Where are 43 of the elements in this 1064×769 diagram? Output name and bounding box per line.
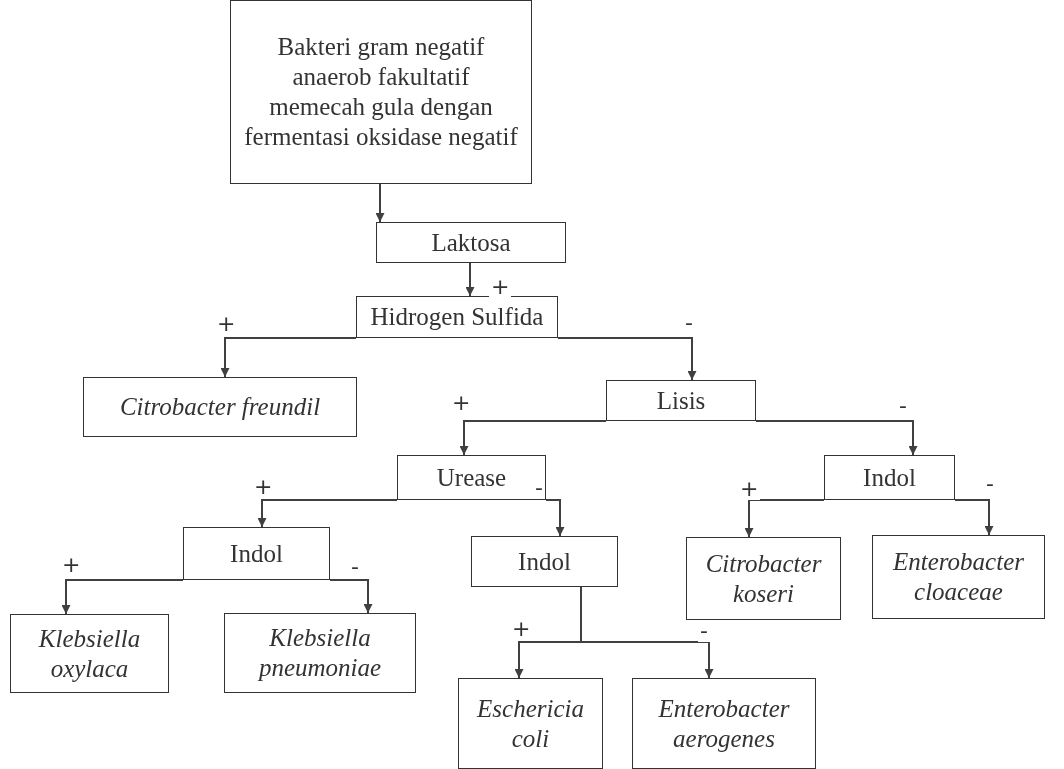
arrow: [220, 337, 357, 378]
box-text: Citrobacter koseri: [704, 548, 823, 609]
process-box: [10, 614, 169, 693]
process-box: [824, 455, 955, 500]
arrow: [954, 499, 994, 536]
box-text: Urease: [436, 462, 507, 493]
arrow: [545, 499, 565, 537]
box-text: Lisis: [656, 385, 706, 416]
process-box: [686, 537, 841, 620]
box-text: Klebsiella oxylaca: [37, 623, 142, 684]
process-box: [356, 296, 558, 338]
box-text: Eschericia coli: [475, 693, 585, 754]
box-text: Laktosa: [431, 227, 511, 258]
arrow: [329, 579, 373, 614]
box-text: Bakteri gram negatif anaerob fakultatif memecah gula dengan fermentasi oksidase negatif: [244, 32, 518, 152]
box-text: Hidrogen Sulfida: [370, 302, 544, 332]
box-text: Klebsiella pneumoniae: [256, 623, 383, 683]
arrow: [257, 499, 398, 528]
arrow: [755, 420, 918, 456]
box-text: Enterobacter cloaceae: [891, 547, 1025, 607]
box-text: Enterobacter aerogenes: [657, 693, 791, 754]
process-box: [606, 380, 756, 421]
process-box: [83, 377, 357, 437]
box-text: Indol: [863, 462, 916, 493]
process-box: [471, 536, 618, 587]
box-text: Citrobacter freundil: [119, 392, 321, 422]
process-box: [376, 222, 566, 263]
process-box: [183, 527, 330, 580]
arrow: [557, 337, 697, 381]
arrow: [744, 499, 825, 538]
arrow: [61, 579, 184, 615]
arrow: [459, 420, 607, 456]
arrow: [465, 262, 475, 297]
box-text: Indol: [230, 538, 283, 569]
arrow: [375, 183, 385, 223]
arrow: [580, 586, 714, 679]
box-text: Indol: [518, 546, 571, 577]
process-box: [632, 678, 816, 769]
process-box: [397, 455, 546, 500]
process-box: [458, 678, 603, 769]
process-box: [872, 535, 1045, 619]
process-box: [224, 613, 416, 693]
process-box: [230, 0, 532, 184]
